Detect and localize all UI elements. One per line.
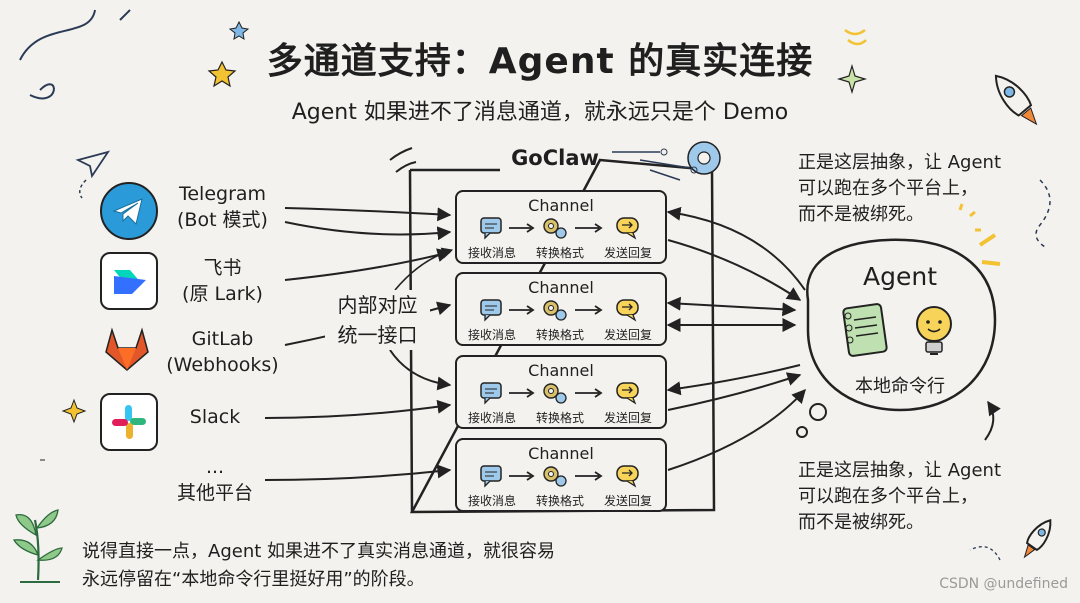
channel-step-label: 接收消息 <box>467 328 516 342</box>
channel-box: Channel 接收消息 转换格式 发送回复 <box>455 355 667 429</box>
channel-pipeline-icons <box>480 299 639 322</box>
source-label-slack: Slack <box>189 406 241 428</box>
channel-pipeline-icons <box>480 217 639 240</box>
arrow-others <box>264 464 452 481</box>
telegram-icon <box>100 182 158 240</box>
note-top-right: 正是这层抽象，让 Agent 可以跑在多个平台上， 而不是被绑死。 <box>798 152 1002 225</box>
gear-icon <box>543 466 567 487</box>
message-icon <box>480 382 502 405</box>
sparkle-icon <box>836 63 868 95</box>
channel-step-label: 接收消息 <box>467 411 516 425</box>
gear-icon <box>543 300 567 321</box>
channel-step-label: 发送回复 <box>603 328 652 342</box>
source-label-telegram: Telegram (Bot 模式) <box>177 183 268 231</box>
feishu-icon <box>100 252 158 310</box>
arrow-telegram <box>284 207 452 222</box>
page-subtitle: Agent 如果进不了消息通道，就永远只是个 Demo <box>291 100 789 125</box>
swirl-decoration <box>19 9 96 100</box>
channel-pipeline-icons <box>480 465 639 488</box>
star-icon <box>207 60 237 88</box>
lightbulb-icon <box>910 302 958 364</box>
message-icon <box>480 217 502 240</box>
channel-step-label: 转换格式 <box>535 494 584 508</box>
channel-step-label: 接收消息 <box>467 246 516 260</box>
channel-step-label: 发送回复 <box>603 411 652 425</box>
watermark-footer: CSDN @undefined <box>939 576 1068 592</box>
channel-title: Channel <box>528 278 594 297</box>
reply-icon <box>616 217 639 240</box>
note-bottom-right: 正是这层抽象，让 Agent 可以跑在多个平台上， 而不是被绑死。 <box>798 460 1002 533</box>
reply-icon <box>616 382 639 405</box>
channel-step-label: 转换格式 <box>535 411 584 425</box>
arrow-feishu <box>284 248 452 281</box>
page-title: 多通道支持：Agent 的真实连接 <box>266 41 814 82</box>
agent-subtitle: 本地命令行 <box>855 376 945 397</box>
paper-plane-icon <box>75 150 111 179</box>
message-icon <box>480 465 502 488</box>
bottom-summary: 说得直接一点，Agent 如果进不了真实消息通道，就很容易 永远停留在“本地命令… <box>82 541 555 590</box>
channel-pipeline-icons <box>480 382 639 405</box>
unified-interface-label: 内部对应 统一接口 <box>325 290 430 350</box>
channel-box: Channel 接收消息 转换格式 发送回复 <box>455 438 667 512</box>
channel-step-label: 发送回复 <box>603 246 652 260</box>
agent-bubble <box>806 238 997 412</box>
arrow-slack <box>264 399 452 419</box>
channel-title: Channel <box>528 196 594 215</box>
gear-icon <box>543 218 567 239</box>
message-icon <box>480 299 502 322</box>
channel-box: Channel 接收消息 转换格式 发送回复 <box>455 190 667 264</box>
agent-title: Agent <box>863 262 937 291</box>
channel-title: Channel <box>528 361 594 380</box>
rocket-icon-small <box>1023 518 1052 559</box>
gitlab-icon <box>100 322 154 376</box>
reply-icon <box>616 465 639 488</box>
channel-step-label: 转换格式 <box>535 328 584 342</box>
channel-box: Channel 接收消息 转换格式 发送回复 <box>455 272 667 346</box>
source-label-feishu: 飞书 (原 Lark) <box>182 257 263 305</box>
notebook-icon <box>840 302 890 358</box>
plant-icon <box>12 509 63 583</box>
gateway-title: GoClaw <box>511 146 599 170</box>
slack-icon <box>100 393 158 451</box>
rocket-icon <box>994 74 1038 126</box>
channel-step-label: 转换格式 <box>535 246 584 260</box>
channel-step-label: 发送回复 <box>603 494 652 508</box>
reply-icon <box>616 299 639 322</box>
source-label-gitlab: GitLab (Webhooks) <box>166 328 279 376</box>
gear-icon <box>543 383 567 404</box>
channel-title: Channel <box>528 444 594 463</box>
channel-step-label: 接收消息 <box>467 494 516 508</box>
source-label-others: ... 其他平台 <box>176 456 253 504</box>
